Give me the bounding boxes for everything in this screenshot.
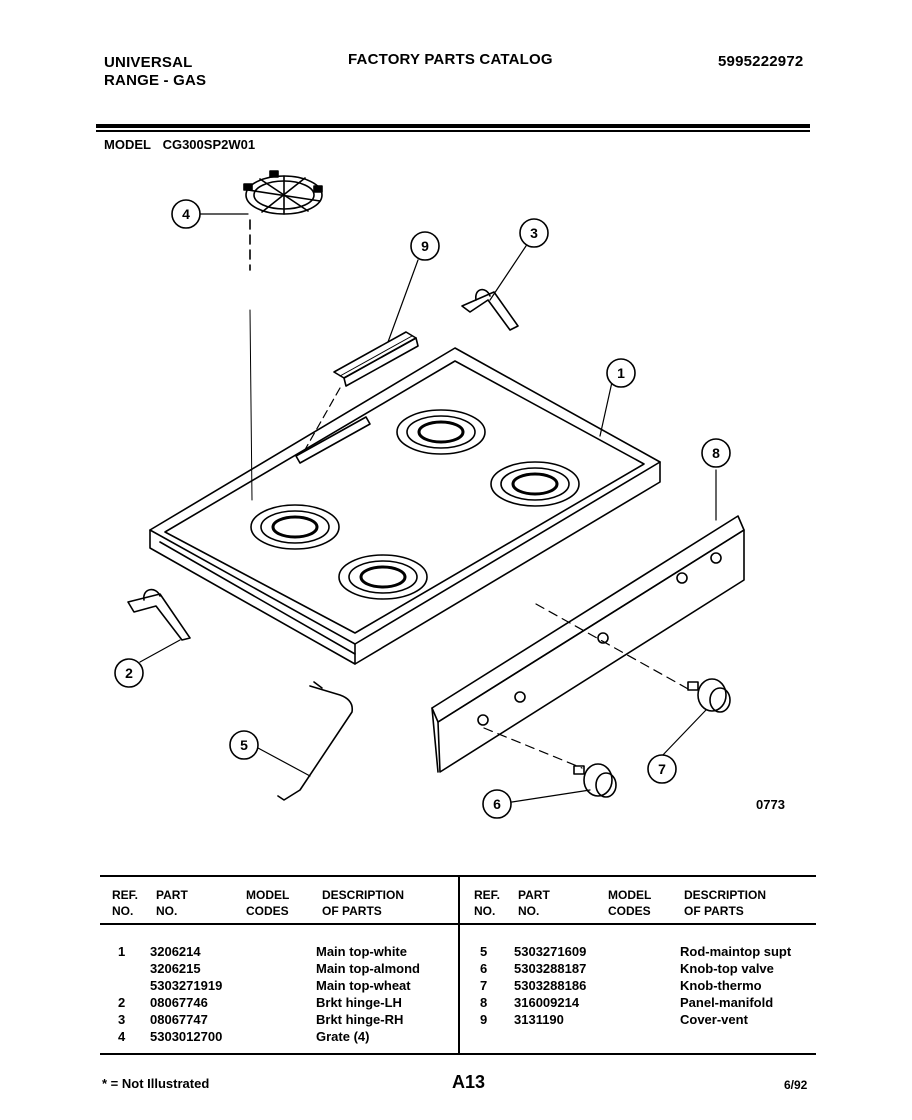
svg-text:8: 8: [712, 445, 720, 461]
knob-valve-drawing: [573, 763, 617, 798]
table-row: 6 5303288187 Knob-top valve: [480, 961, 774, 976]
svg-text:9: 9: [421, 238, 429, 254]
revision-date: 6/92: [784, 1078, 808, 1092]
header-rule: [96, 124, 810, 128]
header-ref-left: REF.NO.: [112, 888, 139, 918]
knob-thermo-drawing: [687, 678, 731, 713]
cover-vent-drawing: [333, 331, 419, 387]
page-number: A13: [452, 1072, 486, 1092]
table-row: 4 5303012700 Grate (4): [118, 1029, 370, 1044]
callout-5: 5: [229, 730, 259, 760]
callout-2: 2: [114, 658, 144, 688]
catalog-number: 5995222972: [718, 53, 804, 70]
table-row: 5303271919 Main top-wheat: [150, 978, 411, 993]
callout-leaders: [139, 213, 717, 803]
table-row: 8 316009214 Panel-manifold: [480, 995, 774, 1010]
svg-text:1: 1: [617, 365, 625, 381]
callout-7: 7: [647, 754, 677, 784]
callout-1: 1: [606, 358, 636, 388]
header-ref-right: REF.NO.: [474, 888, 501, 918]
support-rod-drawing: [277, 681, 354, 801]
svg-text:6: 6: [493, 796, 501, 812]
model-line: MODEL CG300SP2W01: [104, 137, 263, 152]
svg-text:4: 4: [182, 206, 190, 222]
header-rule-thin: [96, 130, 810, 132]
callout-3: 3: [519, 218, 549, 248]
table-row: 1 3206214 Main top-white: [118, 944, 407, 959]
brand-line-1: UNIVERSAL: [104, 54, 193, 71]
grate-drawing: [243, 170, 323, 215]
callout-8: 8: [701, 438, 731, 468]
callout-6: 6: [482, 789, 512, 819]
not-illustrated-note: * = Not Illustrated: [102, 1076, 210, 1091]
exploded-parts-diagram: 4 9 3 1 8 2 5 6: [114, 170, 745, 819]
table-row: 9 3131190 Cover-vent: [480, 1012, 748, 1027]
hinge-lh-drawing: [127, 588, 191, 641]
main-top-drawing: [149, 347, 661, 665]
brand-line-2: RANGE - GAS: [104, 72, 207, 89]
hinge-rh-drawing: [461, 288, 519, 331]
drawing-code: 0773: [756, 797, 785, 812]
model-label: MODEL: [104, 137, 151, 152]
table-row: 5 5303271609 Rod-maintop supt: [480, 944, 792, 959]
svg-text:2: 2: [125, 665, 133, 681]
table-row: 3206215 Main top-almond: [150, 961, 420, 976]
model-number: CG300SP2W01: [162, 137, 256, 152]
table-row: 3 08067747 Brkt hinge-RH: [118, 1012, 404, 1027]
svg-text:3: 3: [530, 225, 538, 241]
svg-text:7: 7: [658, 761, 666, 777]
catalog-title: FACTORY PARTS CATALOG: [348, 51, 553, 68]
callout-4: 4: [171, 199, 201, 229]
table-row: 2 08067746 Brkt hinge-LH: [118, 995, 402, 1010]
svg-text:5: 5: [240, 737, 248, 753]
table-row: 7 5303288186 Knob-thermo: [480, 978, 762, 993]
manifold-panel-drawing: [431, 515, 745, 773]
callout-9: 9: [410, 231, 440, 261]
